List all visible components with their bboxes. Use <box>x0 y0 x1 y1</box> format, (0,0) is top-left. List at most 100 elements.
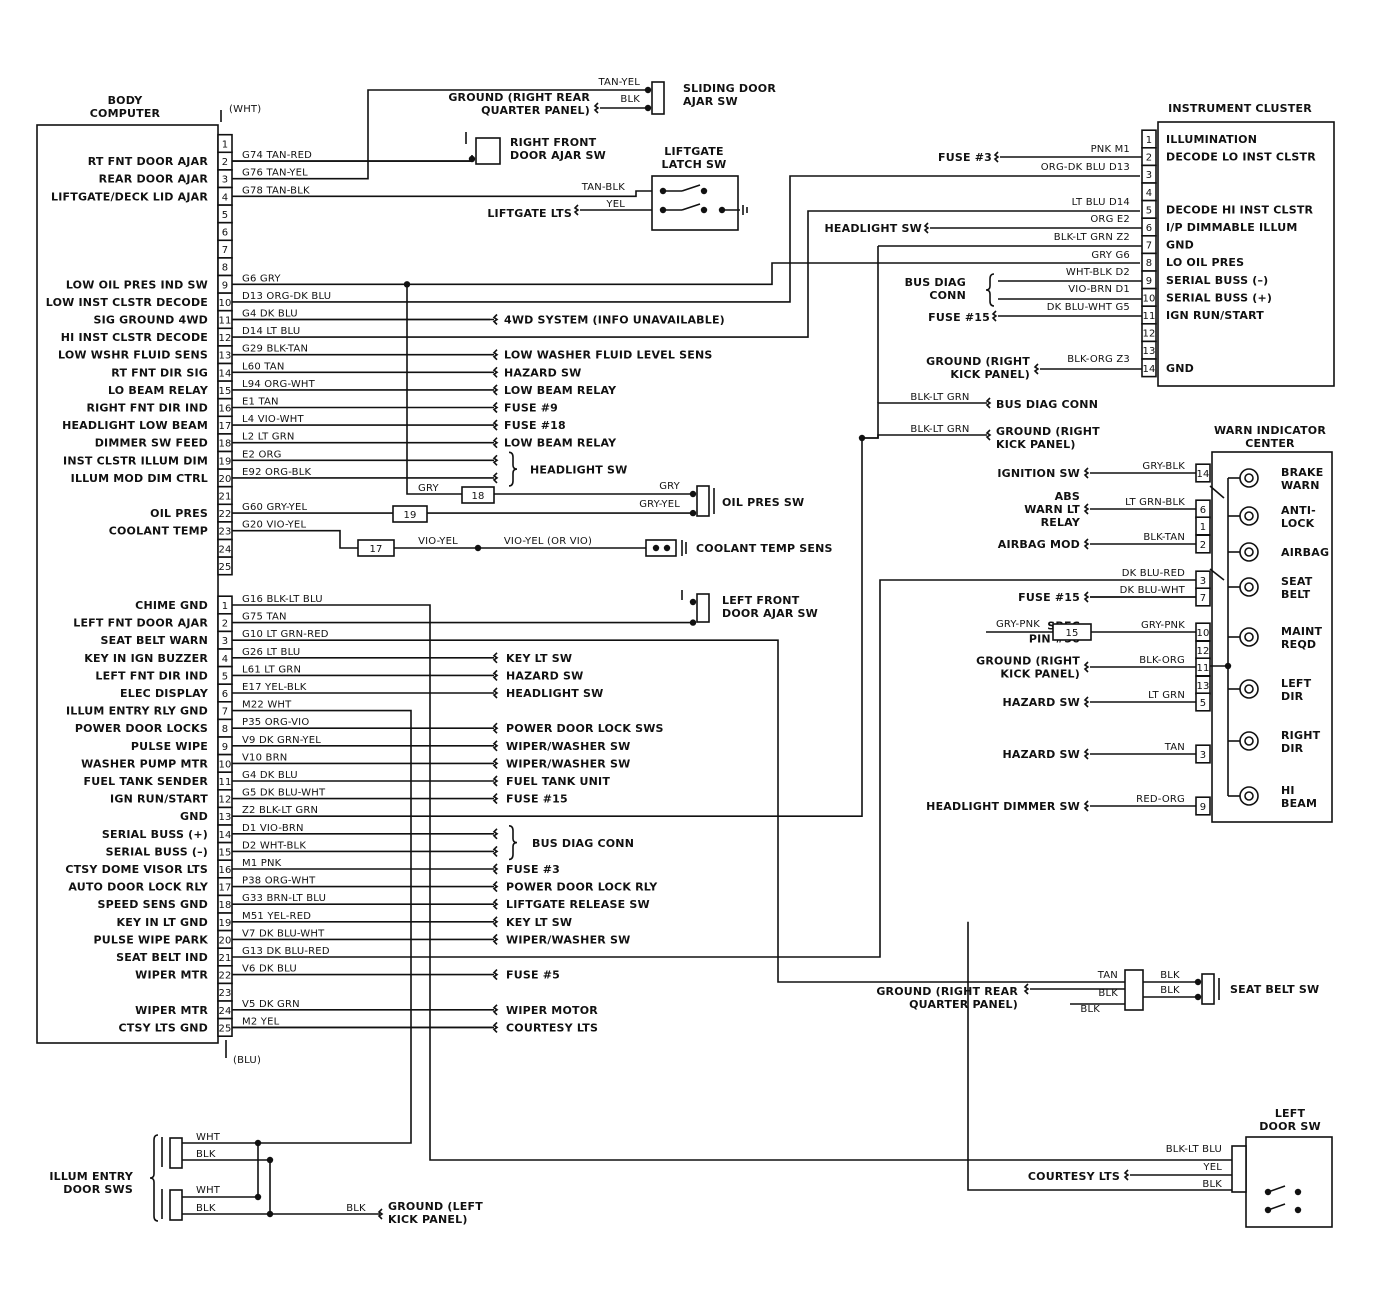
wire-code: G76 TAN-YEL <box>242 168 308 179</box>
pin-label: LOW INST CLSTR DECODE <box>46 296 208 309</box>
liftgate-latch-switch <box>651 175 739 231</box>
wire-wht2: WHT <box>196 1185 221 1196</box>
fuse3-label: FUSE #3 <box>938 151 992 164</box>
warn-row-label: WARN LT <box>1024 503 1080 516</box>
indicator-lamp <box>1239 506 1259 526</box>
lamp-label: BRAKE <box>1281 466 1323 479</box>
pin-label: LEFT FNT DOOR AJAR <box>73 617 208 630</box>
pin-number: 6 <box>1200 505 1207 516</box>
pin-label: PULSE WIPE <box>131 740 208 753</box>
destination-label-blu-10: WIPER/WASHER SW <box>506 757 630 770</box>
splice-dot <box>700 187 708 195</box>
pin-number: 14 <box>218 830 231 841</box>
pin-number: 3 <box>1200 750 1207 761</box>
wire <box>232 210 1140 338</box>
lamp-label: SEAT <box>1281 575 1313 588</box>
pin-label: PULSE WIPE PARK <box>94 933 209 946</box>
warn-center-title: CENTER <box>1245 437 1295 450</box>
wire-code: G13 DK BLU-RED <box>242 946 330 957</box>
pin-number: 1 <box>222 601 229 612</box>
pin-number: 7 <box>1200 593 1207 604</box>
pin-number: 20 <box>218 935 231 946</box>
warn-row-label: AIRBAG MOD <box>998 538 1080 551</box>
liftgate-lts: LIFTGATE LTS <box>487 207 572 220</box>
pin-number: 5 <box>1200 698 1207 709</box>
brace <box>985 273 995 307</box>
wire <box>232 175 1140 303</box>
splice-15-label: 15 <box>1065 628 1078 639</box>
wire-code: E2 ORG <box>242 449 282 460</box>
wire-code: D2 WHT-BLK <box>242 840 306 851</box>
pin-label: WIPER MTR <box>135 969 208 982</box>
destination-label-blu-20: WIPER/WASHER SW <box>506 933 630 946</box>
wire-code: D13 ORG-DK BLU <box>242 291 331 302</box>
pin-number: 6 <box>222 689 229 700</box>
cluster-title: INSTRUMENT CLUSTER <box>1168 102 1312 115</box>
wire-code: V9 DK GRN-YEL <box>242 735 321 746</box>
pin-number: 10 <box>1142 293 1155 304</box>
pin-label: IGN RUN/START <box>110 793 208 806</box>
lamp-label: REQD <box>1281 638 1316 651</box>
left-front-label: DOOR AJAR SW <box>722 607 818 620</box>
pin-number: 15 <box>218 386 231 397</box>
wire <box>1267 1203 1286 1211</box>
destination-label-blu-25: COURTESY LTS <box>506 1021 598 1034</box>
ground-label: QUARTER PANEL) <box>481 104 590 117</box>
connector-tick <box>492 652 499 664</box>
wire-blk2: BLK <box>196 1203 216 1214</box>
splice-dot <box>689 619 697 626</box>
wire-code: V7 DK BLU-WHT <box>242 928 325 939</box>
wire <box>1209 568 1225 581</box>
illum-ground: GROUND (LEFT <box>388 1200 483 1213</box>
illum-entry-label: ILLUM ENTRY <box>49 1170 134 1183</box>
wire-blk4: BLK <box>1160 985 1180 996</box>
connector-tick <box>1083 800 1090 812</box>
connector-tick <box>492 881 499 893</box>
pin-label: ILLUM ENTRY RLY GND <box>66 705 208 718</box>
wire-code: E92 ORG-BLK <box>242 467 311 478</box>
left-front-switch <box>696 593 710 623</box>
body-computer-title: COMPUTER <box>90 107 161 120</box>
pin-number: 9 <box>222 742 229 753</box>
pin-label: ELEC DISPLAY <box>120 687 209 700</box>
lamp-label: LOCK <box>1281 517 1315 530</box>
cluster-pin-name: LO OIL PRES <box>1166 256 1244 269</box>
pin-number: 14 <box>1196 469 1209 480</box>
splice-dot <box>689 598 697 606</box>
splice-dot <box>1194 993 1202 1001</box>
warn-wire: DK BLU-WHT <box>1120 585 1186 596</box>
coolant-label: COOLANT TEMP SENS <box>696 542 833 555</box>
destination-label-blu-22: FUSE #5 <box>506 969 560 982</box>
wire-code: E1 TAN <box>242 397 279 408</box>
splice-dot <box>700 206 708 214</box>
wire-liftgate2: YEL <box>605 199 625 210</box>
wire-code: V5 DK GRN <box>242 999 300 1010</box>
indicator-lamp <box>1239 542 1259 562</box>
pin-label: ILLUM MOD DIM CTRL <box>71 472 208 485</box>
connector-tick <box>492 313 499 326</box>
cluster-bus-diag: BUS DIAG <box>905 276 966 289</box>
ground-label: GROUND (RIGHT REAR <box>448 91 590 104</box>
connector-tick <box>492 687 499 699</box>
pin-label: SERIAL BUSS (+) <box>102 828 208 841</box>
warn-wire: BLK-TAN <box>1143 532 1185 543</box>
wire-gry-left: GRY <box>418 483 439 494</box>
pin-number: 19 <box>218 456 231 467</box>
connector-tick <box>492 845 499 857</box>
pin-number: 4 <box>1146 188 1153 199</box>
wire-d14: LT BLU D14 <box>1072 197 1130 208</box>
lamp-filament <box>1244 736 1254 746</box>
wire-blk: BLK <box>1080 1004 1100 1015</box>
pin-number: 11 <box>218 777 231 788</box>
seat-belt-sw-label: SEAT BELT SW <box>1230 983 1319 996</box>
wire-splice1: BLK-LT GRN <box>910 392 969 403</box>
splice-19 <box>392 505 428 523</box>
pin-label: HEADLIGHT LOW BEAM <box>62 419 208 432</box>
pin-number: 12 <box>1142 329 1155 340</box>
connector-tick <box>1083 503 1090 515</box>
cluster-pin-name: GND <box>1166 362 1194 375</box>
pin-label: OIL PRES <box>150 507 208 520</box>
pin-label: RT FNT DOOR AJAR <box>88 155 209 168</box>
pin-number: 12 <box>1196 646 1209 657</box>
pin-label: COOLANT TEMP <box>109 525 208 538</box>
